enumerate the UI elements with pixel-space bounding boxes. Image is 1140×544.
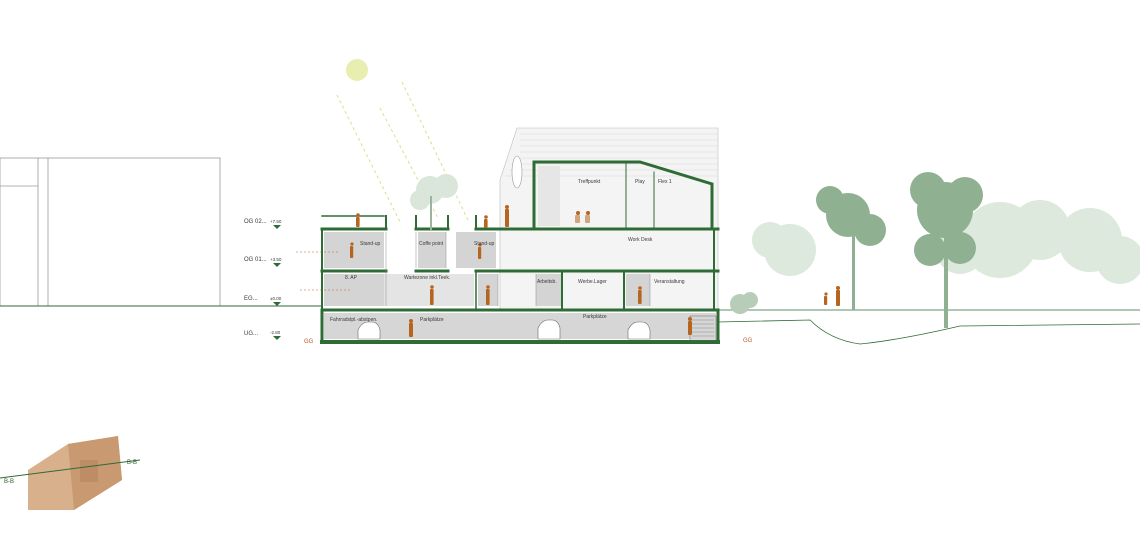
room-werbe-lager: Werbe.Lager [578, 279, 607, 285]
section-mark-right: GG [743, 338, 753, 344]
keyplan-label-left: B-B [4, 479, 15, 485]
room-coffee-point: Coffe point [419, 241, 444, 247]
room-flex: Flex 1 [658, 179, 672, 185]
level-og01-value: +3.50 [270, 257, 282, 262]
level-og02: OG 02... [244, 219, 267, 225]
trees [410, 172, 1140, 328]
room-standup-right: Stand-up [474, 241, 495, 247]
room-treffpunkt: Treffpunkt [578, 179, 601, 185]
sun-rays [336, 81, 469, 223]
level-og01: OG 01... [244, 257, 267, 263]
level-markers [273, 225, 281, 340]
building-structure [320, 160, 720, 344]
room-work-desk: Work Desk [628, 237, 653, 243]
level-arrows [296, 251, 350, 291]
figures [350, 205, 840, 337]
section-mark-left: GG [304, 339, 314, 345]
interior-fills [324, 166, 716, 339]
level-ug: UG... [244, 331, 259, 337]
room-arbeitsraum: Arbeitsb. [537, 279, 557, 285]
level-eg: EG... [244, 296, 258, 302]
room-standup-left: Stand-up [360, 241, 381, 247]
level-ug-value: -2.80 [270, 330, 281, 335]
room-veranstaltung: Veranstaltung [654, 279, 685, 285]
level-eg-value: ±0.00 [270, 296, 282, 301]
room-wc: 8. AP [345, 275, 357, 281]
room-parkplatz-left: Parkplätze [420, 317, 444, 323]
ground-line [0, 305, 1140, 345]
keyplan [0, 436, 141, 510]
room-play: Play [635, 179, 645, 185]
sun-icon [346, 59, 368, 81]
cars [357, 319, 651, 340]
room-wartezone: Wartezone inkl.Teek. [404, 275, 451, 281]
room-parkplatz-right: Parkplätze [583, 314, 607, 320]
level-og02-value: +7.50 [270, 219, 282, 224]
neighbor-building [0, 157, 221, 307]
keyplan-label-right: B-B [127, 460, 138, 466]
room-fahrrad: Fahrradstpl.-abstpen. [330, 317, 378, 323]
